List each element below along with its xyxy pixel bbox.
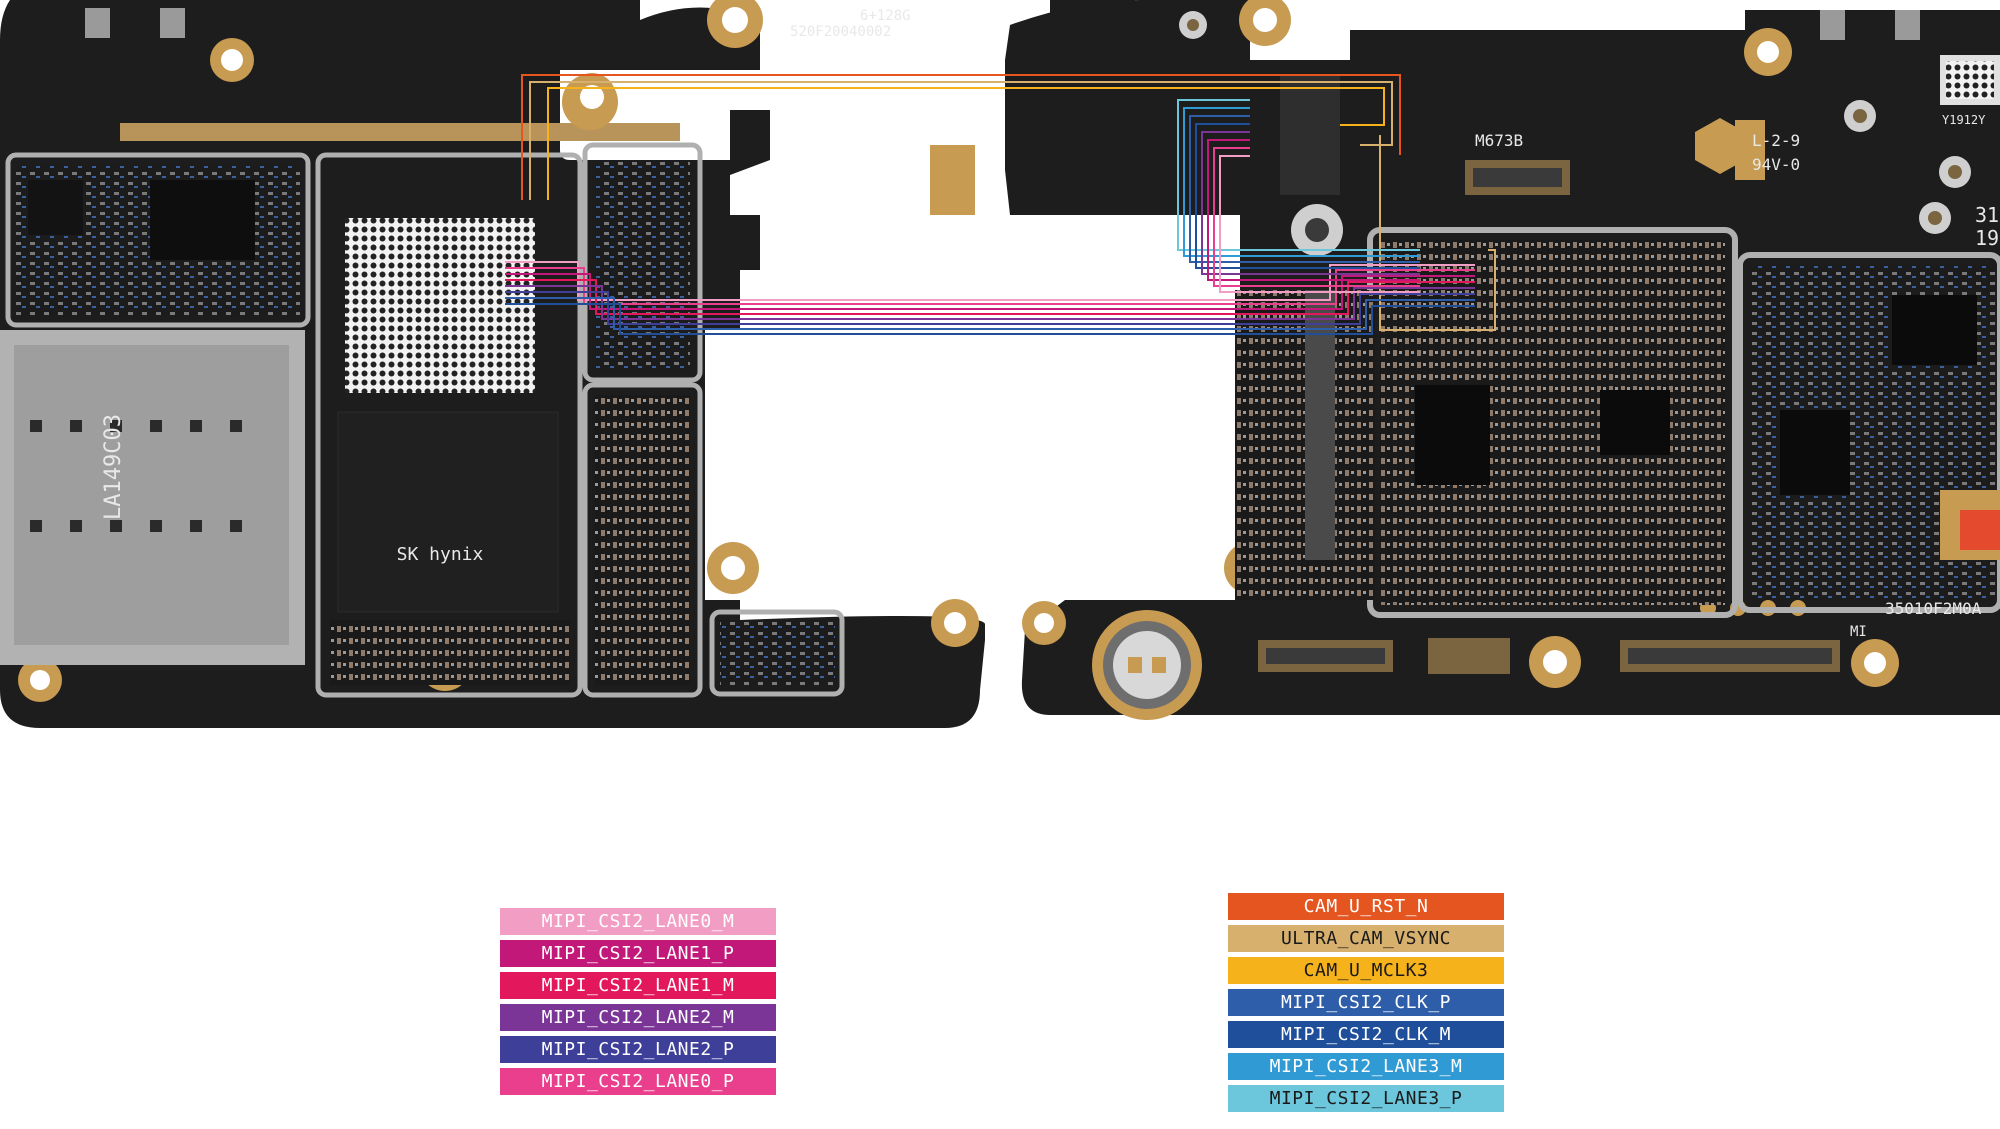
legend-item-mipi-csi2-lane3-p: MIPI_CSI2_LANE3_P (1228, 1085, 1504, 1112)
trace-cam-u-mclk3 (547, 87, 1385, 200)
ram-code: 520F20040002 (790, 24, 891, 40)
trace-mipi-csi2-lane2-m (505, 285, 1475, 320)
side-digits-2: 19 (1975, 226, 1999, 250)
trace-mipi-csi2-lane0-m (505, 261, 1475, 301)
left-board: SK hynix LA149C03 6+128G 520F20040002 (0, 0, 986, 728)
legend-item-cam-u-rst-n: CAM_U_RST_N (1228, 893, 1504, 920)
trace-mipi-csi2-lane3-m (1183, 107, 1420, 257)
trace-mipi-csi2-clk-p (505, 297, 1475, 330)
trace-mipi-csi2-lane1-p (505, 273, 1475, 310)
legend-item-mipi-csi2-lane2-p: MIPI_CSI2_LANE2_P (500, 1036, 776, 1063)
signal-legend-left: MIPI_CSI2_LANE0_M MIPI_CSI2_LANE1_P MIPI_C… (500, 908, 776, 1100)
brand-mark: MI (1850, 624, 1867, 640)
ram-label: 6+128G (860, 8, 911, 24)
model-code: M673B (1475, 131, 1523, 150)
trace-mipi-csi2-clk-m (505, 303, 1475, 335)
trace-lane2-fanout (1201, 131, 1420, 275)
legend-item-cam-u-mclk3: CAM_U_MCLK3 (1228, 957, 1504, 984)
trace-ultra-cam-vsync (529, 81, 1393, 200)
legend-item-mipi-csi2-lane3-m: MIPI_CSI2_LANE3_M (1228, 1053, 1504, 1080)
circuit-board-diagram: SK hynix LA149C03 6+128G 520F20040002 (0, 0, 2000, 728)
legend-item-mipi-csi2-clk-m: MIPI_CSI2_CLK_M (1228, 1021, 1504, 1048)
legend-item-mipi-csi2-clk-p: MIPI_CSI2_CLK_P (1228, 989, 1504, 1016)
sim-tray-code: LA149C03 (101, 414, 126, 520)
signal-traces (505, 74, 1496, 335)
legend-item-mipi-csi2-lane2-m: MIPI_CSI2_LANE2_M (500, 1004, 776, 1031)
board-id: 35010F2M0A (1885, 599, 1982, 618)
legend-item-mipi-csi2-lane0-p: MIPI_CSI2_LANE0_P (500, 1068, 776, 1095)
trace-clk-p-fanout (1189, 115, 1420, 263)
trace-mipi-csi2-lane2-p (505, 291, 1475, 325)
qr-code-text: Y1912Y (1942, 113, 1986, 127)
legend-item-mipi-csi2-lane0-m: MIPI_CSI2_LANE0_M (500, 908, 776, 935)
rev-code: 94V-0 (1752, 155, 1800, 174)
legend-item-mipi-csi2-lane1-m: MIPI_CSI2_LANE1_M (500, 972, 776, 999)
right-board: M673B L-2-9 94V-0 35010F2M0A Y1912Y 31 1… (1005, 0, 2000, 720)
trace-cam-u-rst-n (521, 74, 1401, 200)
legend-item-ultra-cam-vsync: ULTRA_CAM_VSYNC (1228, 925, 1504, 952)
chip-brand-label: SK hynix (397, 544, 484, 565)
trace-mipi-csi2-lane0-p (505, 267, 1475, 305)
trace-lane0-fanout (1213, 147, 1420, 287)
side-digits-1: 31 (1975, 203, 1999, 227)
trace-lane1-fanout (1207, 139, 1420, 281)
trace-mipi-csi2-lane3-p (1177, 99, 1420, 251)
trace-clk-m-fanout (1195, 123, 1420, 269)
trace-mipi-csi2-lane1-m (505, 279, 1475, 315)
date-code: L-2-9 (1752, 131, 1800, 150)
trace-lane0m-fanout (1219, 155, 1420, 293)
legend-item-mipi-csi2-lane1-p: MIPI_CSI2_LANE1_P (500, 940, 776, 967)
